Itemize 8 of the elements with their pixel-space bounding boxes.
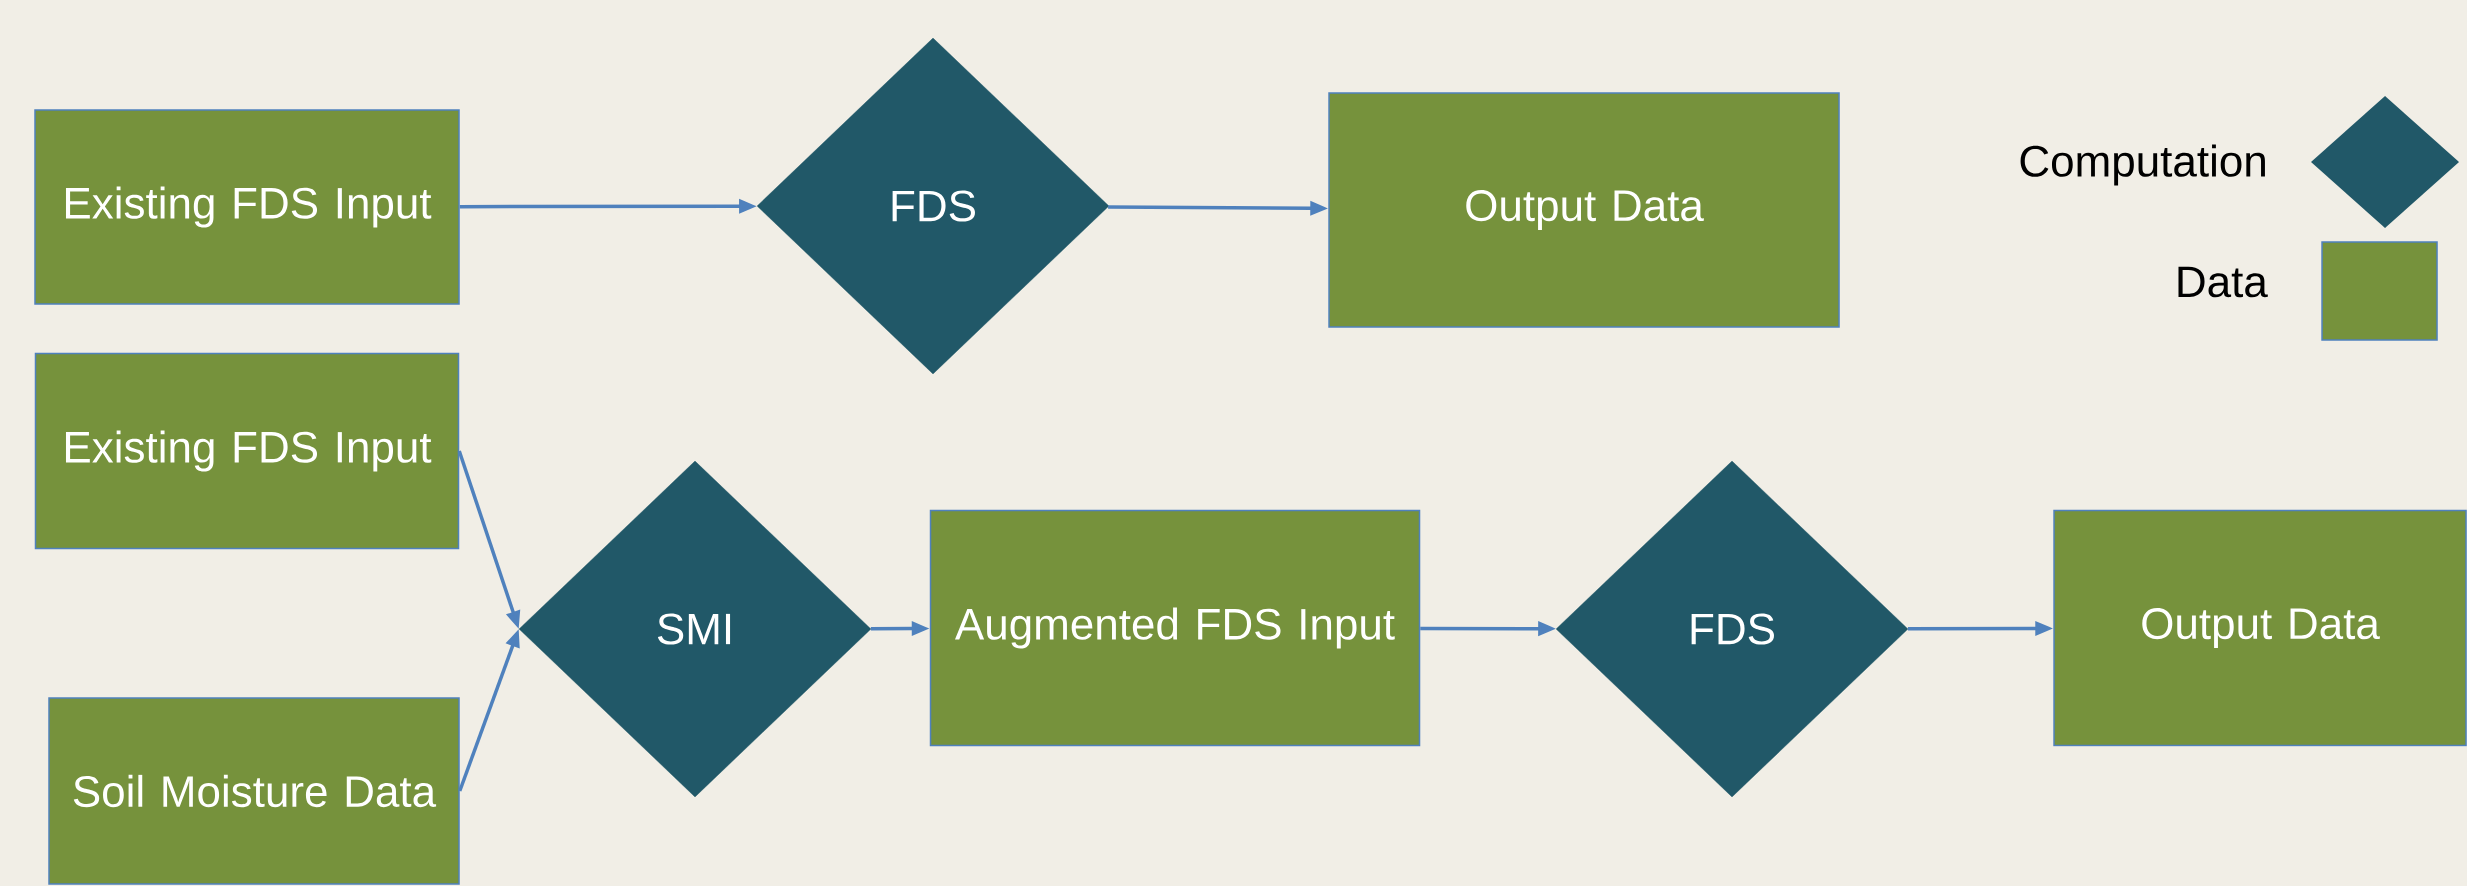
legend-entry: Data <box>2178 241 2438 341</box>
data-box: Existing FDS Input <box>34 109 460 305</box>
data-box: Existing FDS Input <box>34 352 460 550</box>
data-box: Output Data <box>2053 509 2467 747</box>
legend-entry: Computation <box>2020 96 2460 228</box>
data-box: Augmented FDS Input <box>929 509 1421 747</box>
data-box: Output Data <box>1328 92 1840 328</box>
data-box: Soil Moisture Data <box>48 697 460 885</box>
